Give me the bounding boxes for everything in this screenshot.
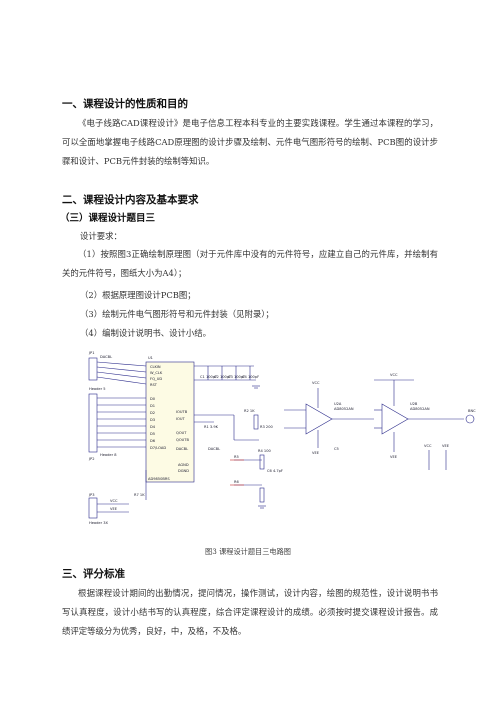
section1-heading: 一、课程设计的性质和目的 [62,98,188,110]
u1-pin-d0: D0 [150,397,156,401]
u1-pin-dacbl: DACBL [176,447,188,451]
cap-c3: C3 100pF [228,375,245,379]
u1-pin-qoutb: QOUTB [176,438,189,442]
u1-pin-agnd: AGND [178,463,189,467]
u1-pin-d7load: D7/LOAD [150,446,166,450]
vee-label-right: VEE [442,444,450,448]
res-r3: R3 200 [260,425,273,429]
res-r5: R5 [234,455,239,459]
res-r7: R7 1K [134,493,145,497]
u2a-label: U2A [334,402,342,406]
jp1-header [88,357,98,381]
section3-body: 根据课程设计期间的出勤情况，提问情况，操作测试，设计内容，绘图的规范性，设计说明… [62,588,438,636]
bnc-label: BNC [468,409,476,413]
section2-subheading: （三）课程设计题目三 [60,213,156,224]
u1-pin-ioutb: IOUTB [176,410,188,414]
vee-label-u2a: VEE [312,451,320,455]
u1-pin-clkin: CLKIN [150,365,161,369]
vcc-label-left: VCC [110,499,118,503]
u1-pin-fqud: FQ_UD [150,377,162,381]
u1-pin-d1: D1 [150,404,155,408]
cap-c1: C1 100pF [200,375,217,379]
cap-c4: C4 100pF [242,375,259,379]
u1-pin-rst: RST [150,383,158,387]
u1-pin-d4: D4 [150,425,156,429]
vcc-label-u2a: VCC [312,381,320,385]
u1-pin-d2: D2 [150,411,155,415]
jp3-header [88,497,98,519]
dacbl-net: DACBL [208,447,220,451]
res-r4: R4 100 [258,449,271,453]
jp3-label: JP3 [88,493,95,497]
requirement-item-2: （2）根据原理图设计PCB图； [80,290,196,300]
u1-pin-dgnd: DGND [178,469,189,473]
section2-heading: 二、课程设计内容及基本要求 [62,194,199,206]
vcc-label-u2b: VCC [390,373,398,377]
jp3-header-label: Header 3X [89,521,109,525]
requirement-item-1: （1）按照图3正确绘制原理图（对于元件库中没有的元件符号，应建立自己的元件库，并… [62,249,438,278]
u1-name: AD9850BRS [148,477,170,481]
dacbl-label: DACBL [100,355,112,359]
vee-label-u2b: VEE [390,455,398,459]
figure-caption: 图3 课程设计题目三电路图 [205,547,291,556]
section3-heading: 三、评分标准 [62,568,125,580]
res-r6: R6 [234,480,239,484]
requirement-item-4: （4）编制设计说明书、设计小结。 [80,328,211,338]
cap-c6: C6 4.7pF [267,469,283,473]
section1-body: 《电子线路CAD课程设计》是电子信息工程本科专业的主要实践课程。学生通过本课程的… [62,118,438,166]
u2a-name: AD8052AN [334,407,354,411]
jp1-header-label: Header 5 [89,387,106,391]
bnc-connector [465,414,475,424]
u1-pin-d6: D6 [150,439,156,443]
requirement-item-3: （3）绘制元件电气图形符号和元件封装（见附录）； [80,309,274,319]
u1-pin-wclk: W_CLK [150,371,163,375]
u1-chip [145,361,195,483]
vee-label-left: VEE [110,507,118,511]
u1-pin-d3: D3 [150,418,155,422]
cap-c5: C5 [334,447,339,451]
jp2-header-label: Header 8 [100,453,117,457]
jp1-label: JP1 [88,351,95,355]
u1-pin-d5: D5 [150,432,155,436]
jp2-header [88,393,98,453]
cap-c2: C2 100pF [214,375,231,379]
res-r1: R1 3.9K [204,425,219,429]
jp2-label: JP2 [88,457,95,461]
u2a-opamp [305,403,333,435]
u1-pin-iout: IOUT [176,417,186,421]
u1-pin-qout: QOUT [176,431,187,435]
requirements-label: 设计要求： [80,231,122,241]
u2b-label: U2B [410,402,418,406]
vcc-label-right: VCC [424,444,432,448]
u1-label: U1 [148,356,153,360]
u2b-name: AD8052AN [410,407,430,411]
res-r2: R2 1K [244,409,255,413]
u2b-opamp [381,403,409,435]
circuit-schematic: JP1 DACBL Header 5 JP2 Header 8 JP3 Head… [84,348,484,535]
